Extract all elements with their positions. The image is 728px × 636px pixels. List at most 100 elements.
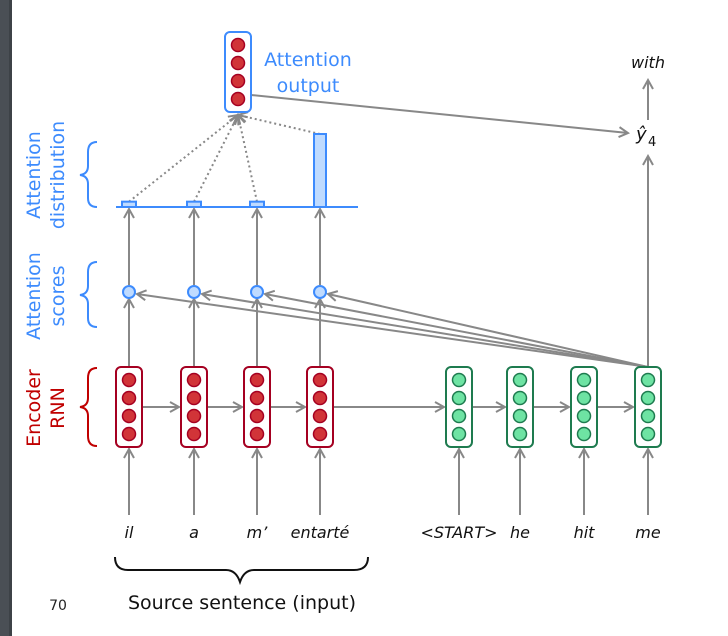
label-attention-output-line2: output xyxy=(277,75,340,97)
encoder-hidden-state-0-box xyxy=(115,366,143,448)
label-attention-distribution: Attention distribution xyxy=(23,121,69,229)
encoder-hidden-state-0 xyxy=(115,366,143,448)
decoder-hidden-state-3-neuron xyxy=(640,372,656,388)
label-attention-distribution-line2: distribution xyxy=(47,121,69,229)
encoder-hidden-state-2-neuron xyxy=(249,372,265,388)
decoder-hidden-state-2 xyxy=(570,366,598,448)
label-encoder-line1: Encoder xyxy=(23,369,45,447)
dec-to-score-arrow-1 xyxy=(202,294,649,368)
encoder-hidden-state-2 xyxy=(243,366,271,448)
encoder-hidden-state-1-neuron xyxy=(186,390,202,406)
encoder-hidden-state-2-neuron xyxy=(249,408,265,424)
decoder-hidden-state-0-neuron xyxy=(451,426,467,442)
attention-bar-1 xyxy=(186,200,202,209)
decoder-hidden-state-2-neuron xyxy=(576,372,592,388)
encoder-hidden-state-0-neuron xyxy=(121,390,137,406)
attention-bar-2 xyxy=(249,200,265,209)
decoder-hidden-state-0 xyxy=(445,366,473,448)
decoder-hidden-state-1-neuron xyxy=(512,408,528,424)
attention-output-vector xyxy=(224,31,252,113)
weighted-sum-arrowhead-3 xyxy=(238,115,248,117)
decoder-hidden-state-1-neuron xyxy=(512,426,528,442)
decoder-hidden-state-0-box xyxy=(445,366,473,448)
decoder-hidden-state-0-neuron xyxy=(451,390,467,406)
weighted-sum-dotted-line-1 xyxy=(193,114,239,203)
source-word-1: a xyxy=(189,523,199,542)
attention-output-vector-box xyxy=(224,31,252,113)
page-number: 70 xyxy=(49,598,67,614)
label-attention-output-line1: Attention xyxy=(264,49,352,71)
decoder-hidden-state-3-neuron xyxy=(640,390,656,406)
attention-output-vector-neuron xyxy=(230,91,246,107)
encoder-hidden-state-3-neuron xyxy=(312,390,328,406)
encoder-hidden-state-1-neuron xyxy=(186,372,202,388)
encoder-hidden-state-3-neuron xyxy=(312,426,328,442)
attention-bar-0 xyxy=(121,200,137,209)
decoder-hidden-state-3-neuron xyxy=(640,408,656,424)
brace-attention-scores xyxy=(79,261,98,328)
decoder-hidden-state-2-neuron xyxy=(576,390,592,406)
encoder-hidden-state-3 xyxy=(306,366,334,448)
prediction-y-hat-4: ŷ 4 xyxy=(635,124,656,150)
attention-score-node-1 xyxy=(187,285,201,299)
encoder-hidden-state-0-neuron xyxy=(121,408,137,424)
brace-source-sentence xyxy=(114,556,369,586)
weighted-sum-dotted-line-0 xyxy=(128,114,239,203)
attention-output-vector-neuron xyxy=(230,37,246,53)
weighted-sum-dotted-line-3 xyxy=(237,114,321,135)
label-attention-distribution-line1: Attention xyxy=(23,131,45,219)
weighted-sum-arrowhead-2 xyxy=(238,115,240,125)
attention-bar-3 xyxy=(313,133,327,208)
decoder-hidden-state-3-box xyxy=(634,366,662,448)
target-word-2: hit xyxy=(574,523,596,542)
encoder-hidden-state-3-neuron xyxy=(312,372,328,388)
source-word-0: il xyxy=(125,523,134,542)
target-word-1: he xyxy=(510,523,530,542)
dec-to-score-arrow-0 xyxy=(137,294,649,368)
decoder-hidden-state-3-neuron xyxy=(640,426,656,442)
decoder-hidden-state-2-neuron xyxy=(576,426,592,442)
dec-to-score-arrow-2 xyxy=(265,294,649,368)
attention-score-node-3 xyxy=(313,285,327,299)
attention-score-node-0 xyxy=(122,285,136,299)
encoder-hidden-state-2-neuron xyxy=(249,390,265,406)
encoder-hidden-state-1-box xyxy=(180,366,208,448)
decoder-hidden-state-2-box xyxy=(570,366,598,448)
prediction-symbol: ŷ xyxy=(635,124,647,145)
encoder-hidden-state-0-neuron xyxy=(121,372,137,388)
attention-output-to-prediction-arrow xyxy=(250,94,628,133)
attention-output-vector-neuron xyxy=(230,73,246,89)
decoder-hidden-state-1-box xyxy=(506,366,534,448)
dec-to-score-arrow-3 xyxy=(328,294,649,368)
weighted-sum-dotted-line-2 xyxy=(237,114,258,202)
label-attention-scores: Attention scores xyxy=(23,252,69,340)
target-word-3: me xyxy=(635,523,661,542)
decoder-hidden-state-1-neuron xyxy=(512,390,528,406)
label-attention-scores-line2: scores xyxy=(47,266,69,327)
attention-output-vector-neuron xyxy=(230,55,246,71)
target-word-0: <START> xyxy=(420,523,497,542)
source-word-2: m’ xyxy=(247,523,269,542)
brace-encoder xyxy=(79,367,98,447)
decoder-hidden-state-1 xyxy=(506,366,534,448)
encoder-hidden-state-1 xyxy=(180,366,208,448)
brace-attention-distribution xyxy=(79,141,98,208)
source-word-3: entarté xyxy=(291,523,350,542)
label-attention-scores-line1: Attention xyxy=(23,252,45,340)
decoder-hidden-state-3 xyxy=(634,366,662,448)
output-word: with xyxy=(631,53,665,72)
encoder-hidden-state-2-neuron xyxy=(249,426,265,442)
encoder-hidden-state-1-neuron xyxy=(186,426,202,442)
window-sidebar-edge xyxy=(0,0,12,636)
decoder-hidden-state-2-neuron xyxy=(576,408,592,424)
label-encoder-line2: RNN xyxy=(47,387,69,429)
attention-score-node-2 xyxy=(250,285,264,299)
encoder-hidden-state-3-box xyxy=(306,366,334,448)
source-sentence-label: Source sentence (input) xyxy=(128,592,356,614)
encoder-hidden-state-2-box xyxy=(243,366,271,448)
encoder-hidden-state-3-neuron xyxy=(312,408,328,424)
prediction-subscript: 4 xyxy=(648,135,656,150)
label-encoder-rnn: Encoder RNN xyxy=(23,369,69,447)
decoder-hidden-state-1-neuron xyxy=(512,372,528,388)
